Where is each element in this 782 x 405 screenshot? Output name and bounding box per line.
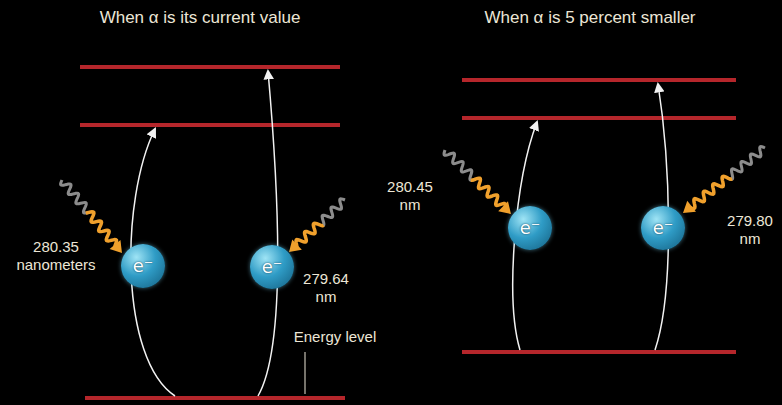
leader-line (305, 352, 306, 394)
photon-arrowhead (289, 239, 302, 252)
transition-arc (258, 71, 278, 396)
wavelength-label: 280.35 nanometers (8, 238, 104, 274)
wavelength-label: 279.80 nm (722, 212, 778, 248)
photon-wave (322, 199, 345, 226)
energy-level (85, 396, 345, 400)
label-text: 280.35 nanometers (16, 238, 95, 273)
electron-symbol: e⁻ (653, 219, 674, 237)
photon-wave (296, 223, 324, 247)
photon-wave (690, 176, 732, 208)
label-text: Energy level (294, 328, 377, 345)
transition-arc (131, 129, 175, 396)
electron-circle: e⁻ (250, 245, 294, 289)
label-text: 279.80 nm (727, 212, 773, 247)
photon-wave (61, 180, 90, 213)
energy-level (80, 123, 340, 127)
photon-arrowhead (683, 201, 696, 213)
electron-symbol: e⁻ (262, 258, 283, 276)
photon-wave (444, 150, 474, 180)
photon-arrowhead (110, 240, 122, 253)
electron-symbol: e⁻ (520, 219, 541, 237)
label-text: When α is its current value (100, 8, 301, 27)
energy-level (462, 350, 736, 354)
panel-heading: When α is its current value (30, 8, 370, 28)
energy-level (462, 78, 736, 82)
label-text: 279.64 nm (303, 270, 349, 305)
photon-arrowhead (498, 201, 511, 214)
energy-level-label: Energy level (285, 328, 385, 346)
label-text: 280.45 nm (387, 178, 433, 213)
energy-level (462, 116, 736, 120)
panel-heading: When α is 5 percent smaller (410, 8, 770, 28)
photon-wave (729, 147, 765, 180)
electron-symbol: e⁻ (133, 257, 154, 275)
photon-wave (86, 212, 117, 247)
electron-circle: e⁻ (641, 206, 685, 250)
label-text: When α is 5 percent smaller (484, 8, 695, 27)
electron-circle: e⁻ (121, 244, 165, 288)
wavelength-label: 279.64 nm (298, 270, 354, 306)
wavelength-label: 280.45 nm (382, 178, 438, 214)
photon-wave (471, 178, 506, 207)
electron-circle: e⁻ (508, 206, 552, 250)
energy-level (80, 65, 340, 69)
